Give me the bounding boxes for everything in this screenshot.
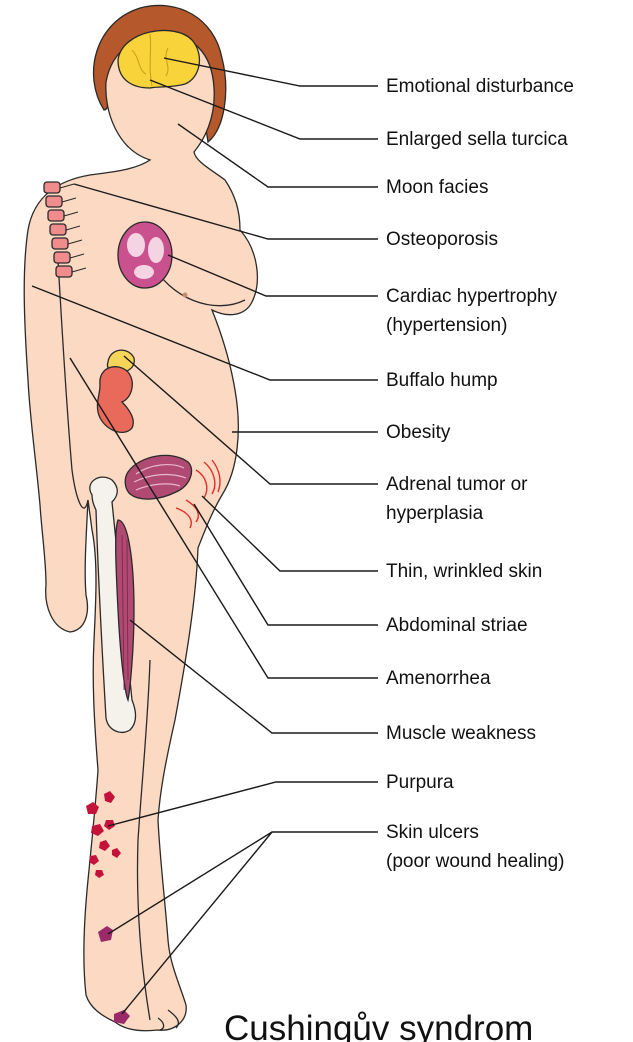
nipple [183, 293, 188, 298]
label-thin-wrinkled-skin: Thin, wrinkled skin [386, 561, 542, 582]
label-osteoporosis: Osteoporosis [386, 229, 498, 250]
heart-chamber-3 [134, 265, 154, 279]
label-adrenal-tumor-line2: hyperplasia [386, 503, 484, 524]
label-cardiac-hypertrophy-line2: (hypertension) [386, 315, 507, 336]
label-adrenal-tumor-line1: Adrenal tumor or [386, 474, 528, 495]
leader-abdominal-striae [194, 504, 378, 625]
label-skin-ulcers-line2: (poor wound healing) [386, 851, 565, 872]
heart-chamber-2 [148, 237, 164, 263]
label-amenorrhea: Amenorrhea [386, 668, 491, 689]
label-cardiac-hypertrophy-line1: Cardiac hypertrophy [386, 286, 558, 307]
label-muscle-weakness: Muscle weakness [386, 723, 536, 744]
label-purpura: Purpura [386, 772, 454, 793]
labels: Emotional disturbance Enlarged sella tur… [386, 76, 574, 872]
label-emotional-disturbance: Emotional disturbance [386, 76, 574, 97]
diagram-title: Cushingův syndrom [224, 1009, 533, 1042]
figure [24, 5, 257, 1030]
label-abdominal-striae: Abdominal striae [386, 615, 528, 636]
label-obesity: Obesity [386, 422, 451, 443]
label-moon-facies: Moon facies [386, 177, 488, 198]
label-skin-ulcers-line1: Skin ulcers [386, 822, 479, 843]
heart-chamber-1 [127, 233, 145, 257]
label-buffalo-hump: Buffalo hump [386, 370, 498, 391]
label-enlarged-sella-turcica: Enlarged sella turcica [386, 129, 568, 150]
